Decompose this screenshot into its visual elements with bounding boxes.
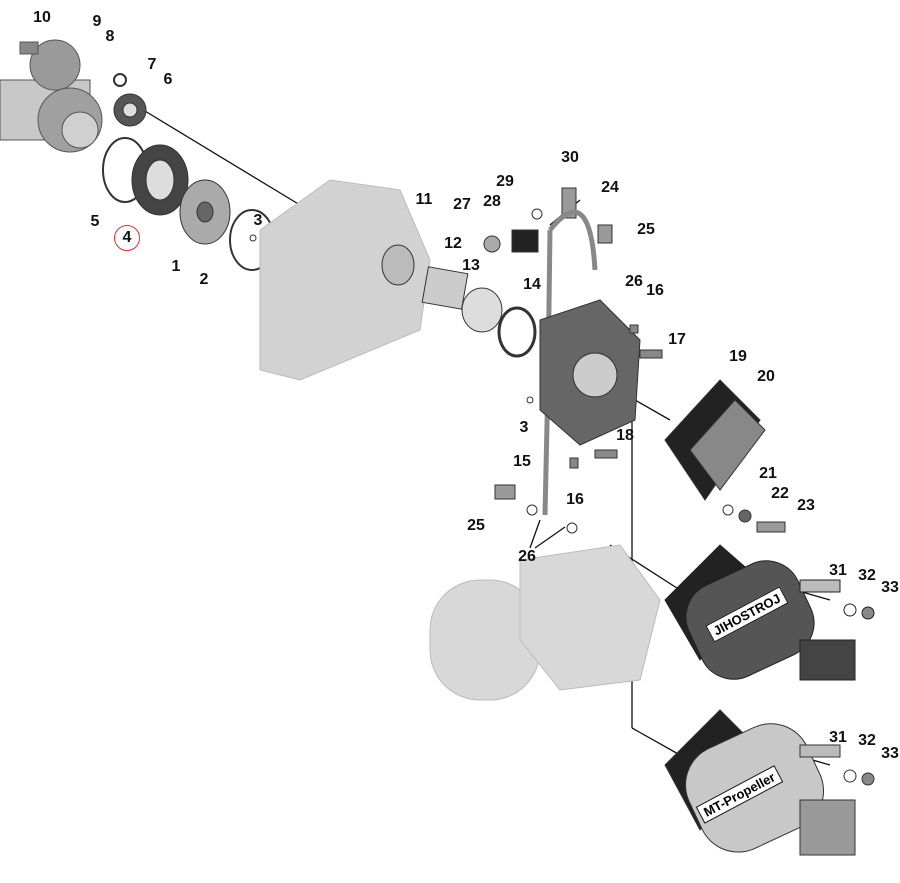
- callout-3b: 3: [519, 419, 529, 436]
- callout-27: 27: [453, 196, 471, 213]
- callout-11: 11: [415, 191, 433, 208]
- callout-31: 31: [829, 562, 847, 579]
- callout-9: 9: [92, 13, 102, 30]
- callout-8: 8: [105, 28, 115, 45]
- callout-28: 28: [483, 193, 501, 210]
- callout-7: 7: [147, 56, 157, 73]
- callout-14: 14: [523, 276, 541, 293]
- callout-15: 15: [513, 453, 531, 470]
- callout-24: 24: [601, 179, 619, 196]
- callout-30: 30: [561, 149, 579, 166]
- callout-26b: 26: [518, 548, 536, 565]
- callout-32: 32: [858, 567, 876, 584]
- ghost-pump: [429, 544, 661, 701]
- callout-3: 3: [253, 212, 263, 229]
- bearings: [102, 73, 275, 271]
- callout-25b: 25: [467, 517, 485, 534]
- callout-29: 29: [496, 173, 514, 190]
- callout-1: 1: [171, 258, 181, 275]
- callout-16: 16: [646, 282, 664, 299]
- callout-4-highlighted[interactable]: 4: [114, 225, 140, 251]
- callout-22: 22: [771, 485, 789, 502]
- callout-10: 10: [33, 9, 51, 26]
- callout-21: 21: [759, 465, 777, 482]
- gear-shaft: [0, 39, 103, 153]
- callout-13: 13: [462, 257, 480, 274]
- callout-18: 18: [616, 427, 634, 444]
- callout-20: 20: [757, 368, 775, 385]
- callout-25: 25: [637, 221, 655, 238]
- callout-2: 2: [199, 271, 209, 288]
- callout-19: 19: [729, 348, 747, 365]
- callout-16b: 16: [566, 491, 584, 508]
- callout-17: 17: [668, 331, 686, 348]
- callout-6: 6: [163, 71, 173, 88]
- callout-5: 5: [90, 213, 100, 230]
- callout-33b: 33: [881, 745, 899, 762]
- callout-26: 26: [625, 273, 643, 290]
- callout-32b: 32: [858, 732, 876, 749]
- callout-31b: 31: [829, 729, 847, 746]
- callout-23: 23: [797, 497, 815, 514]
- callout-33: 33: [881, 579, 899, 596]
- callout-12: 12: [444, 235, 462, 252]
